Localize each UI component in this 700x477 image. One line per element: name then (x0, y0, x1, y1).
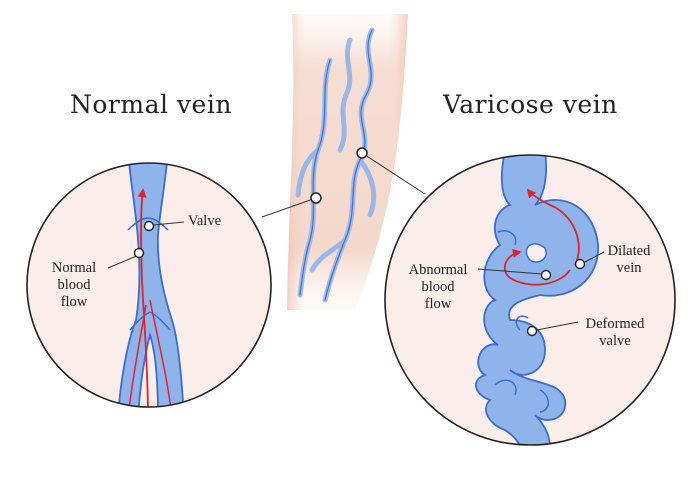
abnormal-line-2: blood (421, 279, 455, 295)
abnormal-line-3: flow (424, 296, 452, 312)
dilated-line-1: Dilated (607, 243, 651, 259)
varicose-vein-title: Varicose vein (443, 90, 618, 119)
pointer-line-varicose (361, 152, 426, 195)
normal-blood-flow-label: Normal blood flow (46, 260, 102, 311)
dilated-line-2: vein (616, 260, 642, 276)
leg-illustration (287, 14, 408, 310)
deformed-line-2: valve (599, 333, 631, 349)
normal-flow-line-3: flow (60, 294, 88, 310)
normal-flow-line-2: blood (57, 277, 91, 293)
valve-label: Valve (188, 213, 222, 229)
varicose-vein-circle (384, 154, 676, 446)
deformed-line-1: Deformed (585, 316, 645, 332)
dilated-marker (574, 258, 586, 270)
leg-marker-varicose (356, 147, 368, 159)
normal-vein-title: Normal vein (70, 90, 232, 119)
normal-vein-circle (26, 162, 272, 408)
deformed-valve-marker (526, 325, 538, 337)
deformed-valve-label: Deformed valve (579, 316, 651, 350)
valve-marker (143, 220, 155, 232)
normal-flow-line-1: Normal (51, 260, 97, 276)
leg-marker-normal (310, 192, 322, 204)
abnormal-blood-flow-label: Abnormal blood flow (400, 262, 476, 313)
abnormal-line-1: Abnormal (408, 262, 468, 278)
normal-flow-marker (133, 247, 145, 259)
dilated-vein-label: Dilated vein (599, 243, 659, 277)
pointer-line-normal (261, 197, 317, 218)
abnormal-flow-marker (540, 269, 552, 281)
